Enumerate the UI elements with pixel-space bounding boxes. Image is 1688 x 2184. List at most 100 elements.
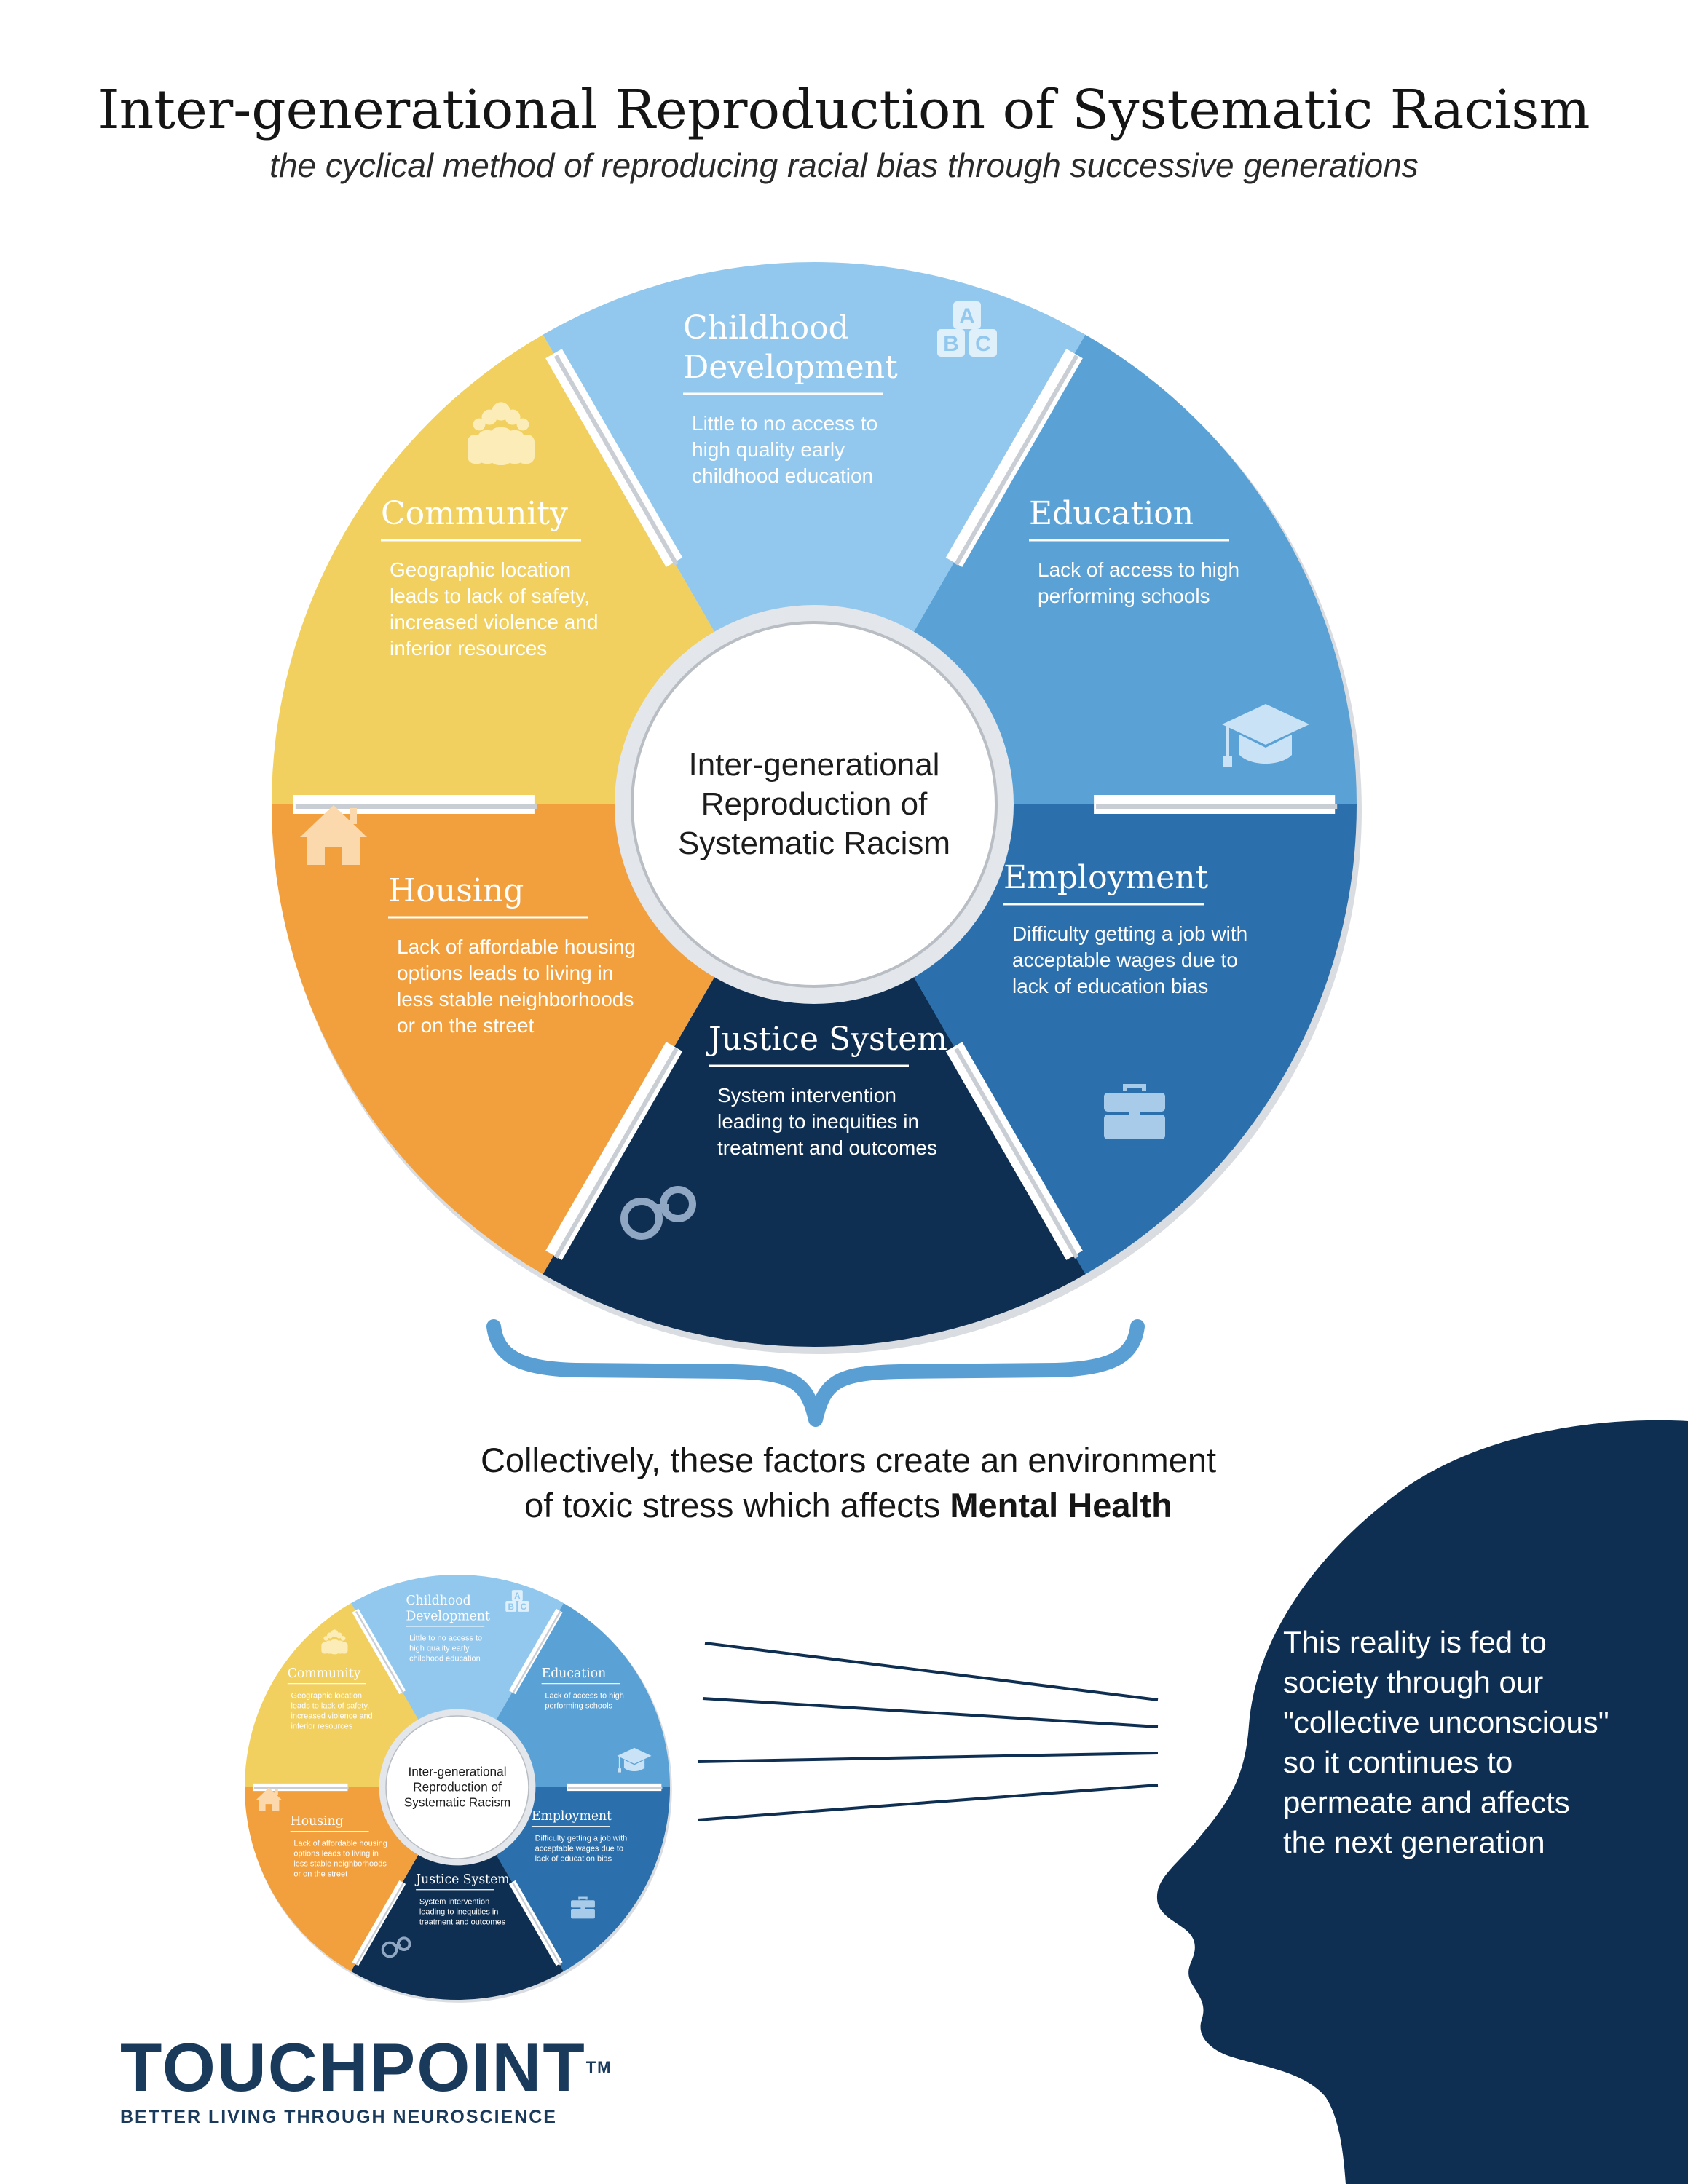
segment-title: Community bbox=[381, 495, 568, 532]
center-disc bbox=[631, 621, 998, 988]
svg-text:B: B bbox=[943, 332, 959, 356]
projection-line bbox=[697, 1784, 1159, 1821]
logo-word-part: CHPOINT bbox=[267, 2029, 586, 2105]
divider-shade bbox=[954, 355, 1079, 566]
trademark-mark: TM bbox=[585, 2058, 612, 2076]
center-label: Systematic Racism bbox=[678, 826, 950, 861]
segment-desc: acceptable wages due to bbox=[1012, 949, 1238, 971]
segment-title: Development bbox=[683, 349, 898, 386]
segment-desc: Little to no access to bbox=[692, 412, 877, 435]
mini-divider-shade bbox=[512, 1882, 561, 1966]
mini-segment-desc: Lack of access to high bbox=[545, 1691, 624, 1700]
segment-title: Justice System bbox=[706, 1021, 947, 1058]
segment-desc: increased violence and bbox=[390, 611, 598, 633]
mini-segment-desc: Lack of affordable housing bbox=[293, 1839, 387, 1848]
people-group-icon bbox=[468, 402, 535, 465]
brace-shape bbox=[486, 1319, 1145, 1427]
logo-finger-u: U bbox=[216, 2029, 268, 2105]
mini-segment-desc: or on the street bbox=[293, 1870, 347, 1879]
collective-line-2: of toxic stress which affects Mental Hea… bbox=[379, 1483, 1318, 1528]
head-silhouette bbox=[1156, 1420, 1688, 2184]
mini-segment-desc: Little to no access to bbox=[409, 1634, 482, 1643]
mini-divider bbox=[508, 1608, 563, 1695]
logo-word-part: TO bbox=[120, 2029, 217, 2105]
mini-segment-desc: less stable neighborhoods bbox=[293, 1860, 387, 1869]
briefcase-icon bbox=[1104, 1084, 1165, 1139]
projection-line bbox=[702, 1697, 1159, 1728]
mini-center-label: Systematic Racism bbox=[404, 1795, 511, 1810]
mini-segment-title: Housing bbox=[291, 1814, 344, 1829]
mini-segment-desc: System intervention bbox=[419, 1897, 489, 1906]
mini-center-label: Reproduction of bbox=[413, 1779, 502, 1794]
segment-desc: options leads to living in bbox=[397, 962, 613, 984]
logo-wordmark: TOUCHPOINTTM bbox=[120, 2031, 612, 2104]
mini-divider-shade bbox=[355, 1882, 404, 1966]
mini-segment-desc: options leads to living in bbox=[293, 1849, 378, 1858]
mini-segment-desc: lack of education bias bbox=[535, 1855, 612, 1864]
mini-segment-desc: performing schools bbox=[545, 1701, 612, 1710]
projection-line bbox=[697, 1752, 1159, 1763]
mini-segment-desc: increased violence and bbox=[291, 1712, 372, 1721]
touchpoint-logo: TOUCHPOINTTM BETTER LIVING THROUGH NEURO… bbox=[120, 2031, 612, 2128]
divider-shade bbox=[553, 1048, 679, 1259]
segment-desc: leads to lack of safety, bbox=[390, 585, 590, 607]
house-icon bbox=[256, 1787, 283, 1811]
segment-title: Housing bbox=[388, 872, 524, 909]
graduation-cap-icon bbox=[1222, 704, 1309, 767]
mini-segment-desc: childhood education bbox=[409, 1655, 481, 1663]
mini-segment-title: Community bbox=[288, 1666, 361, 1681]
mini-segment-desc: leading to inequities in bbox=[419, 1907, 499, 1916]
center-label: Inter-generational bbox=[689, 747, 940, 783]
segment-desc: lack of education bias bbox=[1012, 975, 1208, 997]
mental-health-emphasis: Mental Health bbox=[950, 1486, 1172, 1524]
segment-title: Childhood bbox=[683, 309, 849, 347]
divider-shade bbox=[954, 1048, 1079, 1259]
handcuffs-icon bbox=[381, 1936, 411, 1958]
mini-segment-desc: acceptable wages due to bbox=[535, 1844, 623, 1853]
segment-title: Education bbox=[1029, 495, 1194, 532]
svg-text:A: A bbox=[959, 304, 975, 328]
page-subtitle: the cyclical method of reproducing racia… bbox=[269, 146, 1419, 184]
mini-segment-desc: inferior resources bbox=[291, 1722, 352, 1731]
collective-line-1: Collectively, these factors create an en… bbox=[480, 1441, 1217, 1479]
mini-center-label: Inter-generational bbox=[408, 1764, 506, 1779]
segment-justice bbox=[543, 804, 1086, 1348]
collective-line-2-text: of toxic stress which affects bbox=[524, 1486, 950, 1524]
segment-desc: System intervention bbox=[717, 1084, 896, 1107]
segment-desc: Difficulty getting a job with bbox=[1012, 922, 1247, 945]
page-title: Inter-generational Reproduction of Syste… bbox=[98, 79, 1590, 141]
briefcase-icon bbox=[571, 1896, 595, 1919]
graduation-cap-icon bbox=[617, 1747, 652, 1773]
mini-segment-childhood bbox=[351, 1574, 564, 1787]
projection-line bbox=[704, 1642, 1159, 1701]
segment-desc: inferior resources bbox=[390, 637, 547, 660]
svg-text:C: C bbox=[521, 1602, 527, 1612]
svg-text:C: C bbox=[975, 332, 991, 356]
mini-segment-desc: high quality early bbox=[409, 1645, 470, 1653]
segment-desc: or on the street bbox=[397, 1014, 535, 1037]
segment-title: Employment bbox=[1003, 859, 1209, 896]
divider bbox=[945, 349, 1083, 567]
mini-segment-desc: Difficulty getting a job with bbox=[535, 1834, 628, 1843]
projection-lines bbox=[697, 1642, 1159, 1821]
head-caption-line: "collective unconscious" bbox=[1283, 1705, 1609, 1739]
head-caption-line: society through our bbox=[1283, 1665, 1544, 1699]
logo-tagline: BETTER LIVING THROUGH NEUROSCIENCE bbox=[120, 2107, 557, 2127]
mini-segment-justice bbox=[351, 1787, 564, 2000]
svg-text:B: B bbox=[508, 1602, 514, 1612]
mini-segment-title: Education bbox=[542, 1666, 607, 1681]
mini-segment-desc: leads to lack of safety, bbox=[291, 1701, 369, 1710]
